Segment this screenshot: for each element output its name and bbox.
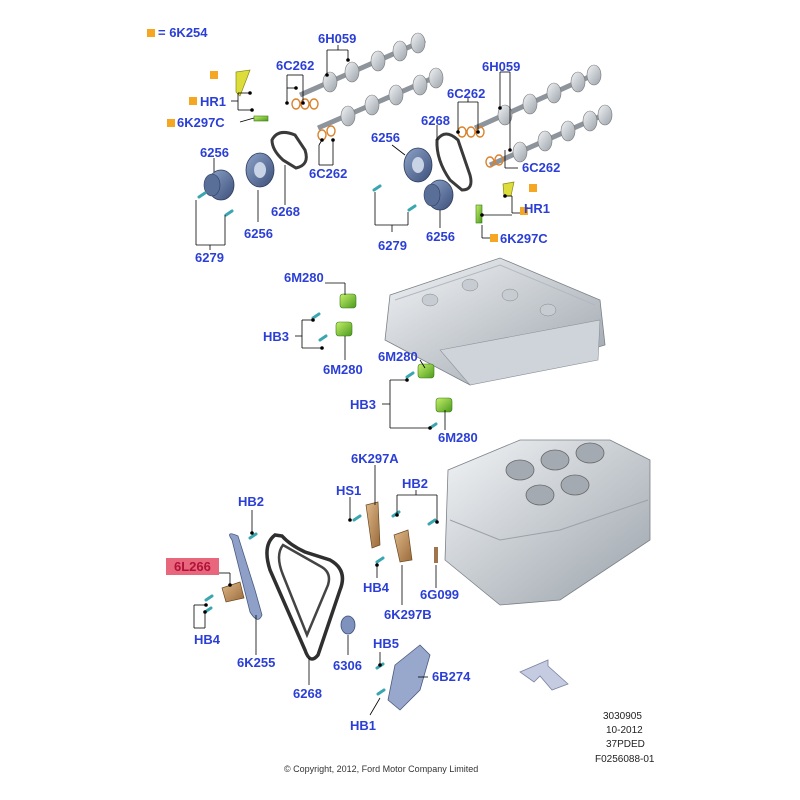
- leader-dots: [203, 58, 512, 667]
- marker-6K254-2: [189, 97, 197, 105]
- doc-code: 37PDED: [606, 739, 645, 750]
- legend-marker: [147, 29, 155, 37]
- marker-6K254-6: [490, 234, 498, 242]
- label-6M280-1: 6M280: [284, 270, 324, 285]
- label-6H059-left: 6H059: [318, 31, 357, 46]
- marker-6K254-5: [520, 207, 528, 215]
- camshaft-right-lower: [488, 104, 613, 168]
- camshaft-right-upper: [473, 64, 602, 131]
- label-6C262-right-top: 6C262: [447, 86, 486, 101]
- sensor-green-left: [253, 115, 269, 122]
- label-HB5: HB5: [373, 636, 400, 651]
- label-HB1: HB1: [350, 718, 377, 733]
- label-HB3-right: HB3: [350, 397, 377, 412]
- cam-phaser-left-2: [245, 152, 275, 188]
- label-6K297A: 6K297A: [351, 451, 399, 466]
- cam-phaser-right-2: [423, 179, 454, 211]
- cam-phaser-right-1: [403, 147, 433, 183]
- label-6K255: 6K255: [237, 655, 276, 670]
- label-HB2-right: HB2: [402, 476, 429, 491]
- label-HB4-right: HB4: [363, 580, 390, 595]
- timing-chain-inner: [277, 543, 331, 639]
- label-6279-right: 6279: [378, 238, 407, 253]
- timing-chain-main: [265, 533, 345, 661]
- label-6268-lower: 6268: [293, 686, 322, 701]
- label-6268-left: 6268: [271, 204, 300, 219]
- sensor-yellow-right: [502, 181, 515, 197]
- front-cover-6B274: [387, 644, 431, 711]
- label-HB4-left: HB4: [194, 632, 221, 647]
- label-6C262-right-lower: 6C262: [522, 160, 561, 175]
- label-6268-right: 6268: [421, 113, 450, 128]
- label-HR1-right: HR1: [524, 201, 551, 216]
- upper-chain-left: [270, 130, 308, 170]
- label-6306: 6306: [333, 658, 362, 673]
- upper-chain-right: [435, 132, 473, 192]
- cylinder-head: [384, 257, 606, 386]
- label-6K297C-left: 6K297C: [177, 115, 225, 130]
- tensioner-6K297B: [393, 529, 413, 563]
- sprocket-6306: [340, 615, 356, 635]
- label-6M280-3: 6M280: [378, 349, 418, 364]
- label-6K297B: 6K297B: [384, 607, 432, 622]
- label-6256-right-1: 6256: [371, 130, 400, 145]
- label-HR1-left: HR1: [200, 94, 227, 109]
- label-6K297C-right: 6K297C: [500, 231, 548, 246]
- cam-sensors-green: [335, 293, 453, 413]
- marker-6K254-1: [210, 71, 218, 79]
- label-6256-right-2: 6256: [426, 229, 455, 244]
- tensioner-6K297A: [365, 501, 381, 549]
- label-6B274: 6B274: [432, 669, 471, 684]
- label-6M280-4: 6M280: [438, 430, 478, 445]
- chain-guide-left: [229, 533, 263, 620]
- label-6C262-left-top: 6C262: [276, 58, 315, 73]
- camshaft-left-lower: [317, 67, 444, 131]
- sensor-yellow-top-left: [235, 69, 251, 97]
- label-HB2-left: HB2: [238, 494, 265, 509]
- label-6H059-right: 6H059: [482, 59, 521, 74]
- front-arrow: [519, 659, 569, 691]
- tensioner-arm: [221, 581, 245, 603]
- marker-6K254-4: [529, 184, 537, 192]
- cam-phaser-left-1: [203, 169, 235, 201]
- leader-lines: [193, 45, 520, 716]
- label-6G099: 6G099: [420, 587, 460, 602]
- label-6279-left: 6279: [195, 250, 224, 265]
- label-HB3-left: HB3: [263, 329, 290, 344]
- doc-date: 10-2012: [606, 725, 643, 736]
- legend-text: = 6K254: [158, 25, 208, 40]
- label-HS1: HS1: [336, 483, 362, 498]
- doc-number: 3030905: [603, 711, 642, 722]
- label-6C262-left-lower: 6C262: [309, 166, 348, 181]
- doc-figure-id: F0256088-01: [595, 754, 655, 765]
- label-6256-left-2: 6256: [244, 226, 273, 241]
- label-6L266-highlighted: 6L266: [166, 558, 219, 575]
- copyright-text: © Copyright, 2012, Ford Motor Company Li…: [284, 764, 479, 774]
- engine-block: [444, 439, 651, 606]
- stud-6G099: [434, 547, 438, 563]
- camshaft-left-upper: [298, 32, 427, 98]
- label-6M280-2: 6M280: [323, 362, 363, 377]
- marker-6K254-3: [167, 119, 175, 127]
- label-6256-left-1: 6256: [200, 145, 229, 160]
- seal-rings: [291, 98, 504, 168]
